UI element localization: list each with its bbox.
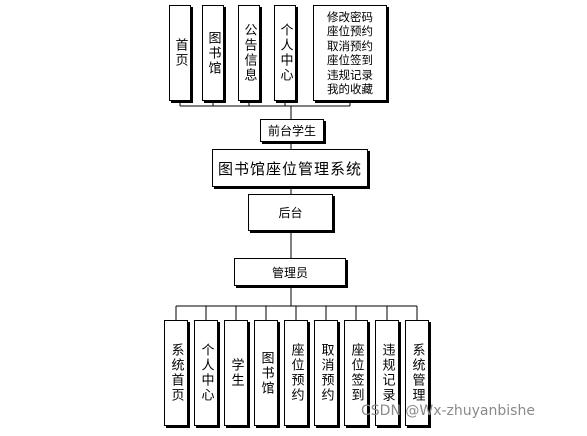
top-box-library-label: 图书馆 (205, 30, 221, 76)
bottom-box-seat-reservation: 座位预约 (284, 320, 308, 426)
feature-item: 座位签到 (327, 53, 373, 67)
top-box-home: 首页 (169, 5, 191, 101)
bottom-box-label: 学生 (228, 358, 244, 388)
feature-item: 修改密码 (327, 9, 373, 24)
bottom-box-label: 取消预约 (318, 343, 334, 403)
bottom-box-label: 系统首页 (168, 343, 184, 403)
bottom-box-system-home: 系统首页 (164, 320, 188, 426)
csdn-watermark: CSDN @Wx-zhuyanbishe (361, 403, 535, 419)
bottom-box-label: 违规记录 (379, 343, 395, 403)
top-box-personal-center: 个人中心 (274, 5, 296, 101)
top-box-home-label: 首页 (172, 38, 188, 68)
front-student-box: 前台学生 (260, 119, 324, 142)
bottom-box-personal-center: 个人中心 (194, 320, 218, 426)
bottom-box-library: 图书馆 (254, 320, 278, 426)
top-box-announcements: 公告信息 (238, 5, 260, 101)
feature-item: 座位预约 (327, 24, 373, 38)
top-box-library: 图书馆 (202, 5, 224, 101)
admin-box: 管理员 (234, 258, 346, 286)
system-title-box: 图书馆座位管理系统 (212, 149, 368, 187)
feature-list: 修改密码 座位预约 取消预约 座位签到 违规记录 我的收藏 (327, 10, 373, 97)
bottom-box-label: 个人中心 (198, 343, 214, 403)
admin-label: 管理员 (271, 265, 308, 280)
top-box-personal-center-label: 个人中心 (277, 23, 293, 83)
feature-item: 取消预约 (327, 38, 373, 53)
bottom-box-cancel-reservation: 取消预约 (314, 320, 338, 426)
feature-item: 我的收藏 (327, 82, 373, 96)
feature-box: 修改密码 座位预约 取消预约 座位签到 违规记录 我的收藏 (313, 5, 387, 101)
bottom-box-label: 图书馆 (258, 350, 274, 396)
bottom-box-student: 学生 (224, 320, 248, 426)
bottom-box-seat-checkin: 座位签到 (344, 320, 368, 426)
feature-item: 违规记录 (327, 67, 373, 82)
bottom-box-label: 座位签到 (348, 343, 364, 403)
system-title: 图书馆座位管理系统 (217, 159, 362, 178)
backend-label: 后台 (278, 206, 303, 220)
bottom-box-label: 系统管理 (409, 343, 425, 403)
backend-box: 后台 (248, 194, 333, 231)
front-student-label: 前台学生 (267, 124, 316, 138)
bottom-box-label: 座位预约 (288, 343, 304, 403)
top-box-announcements-label: 公告信息 (241, 23, 257, 83)
bottom-box-violation-records: 违规记录 (375, 320, 399, 426)
bottom-box-system-management: 系统管理 (405, 320, 429, 426)
